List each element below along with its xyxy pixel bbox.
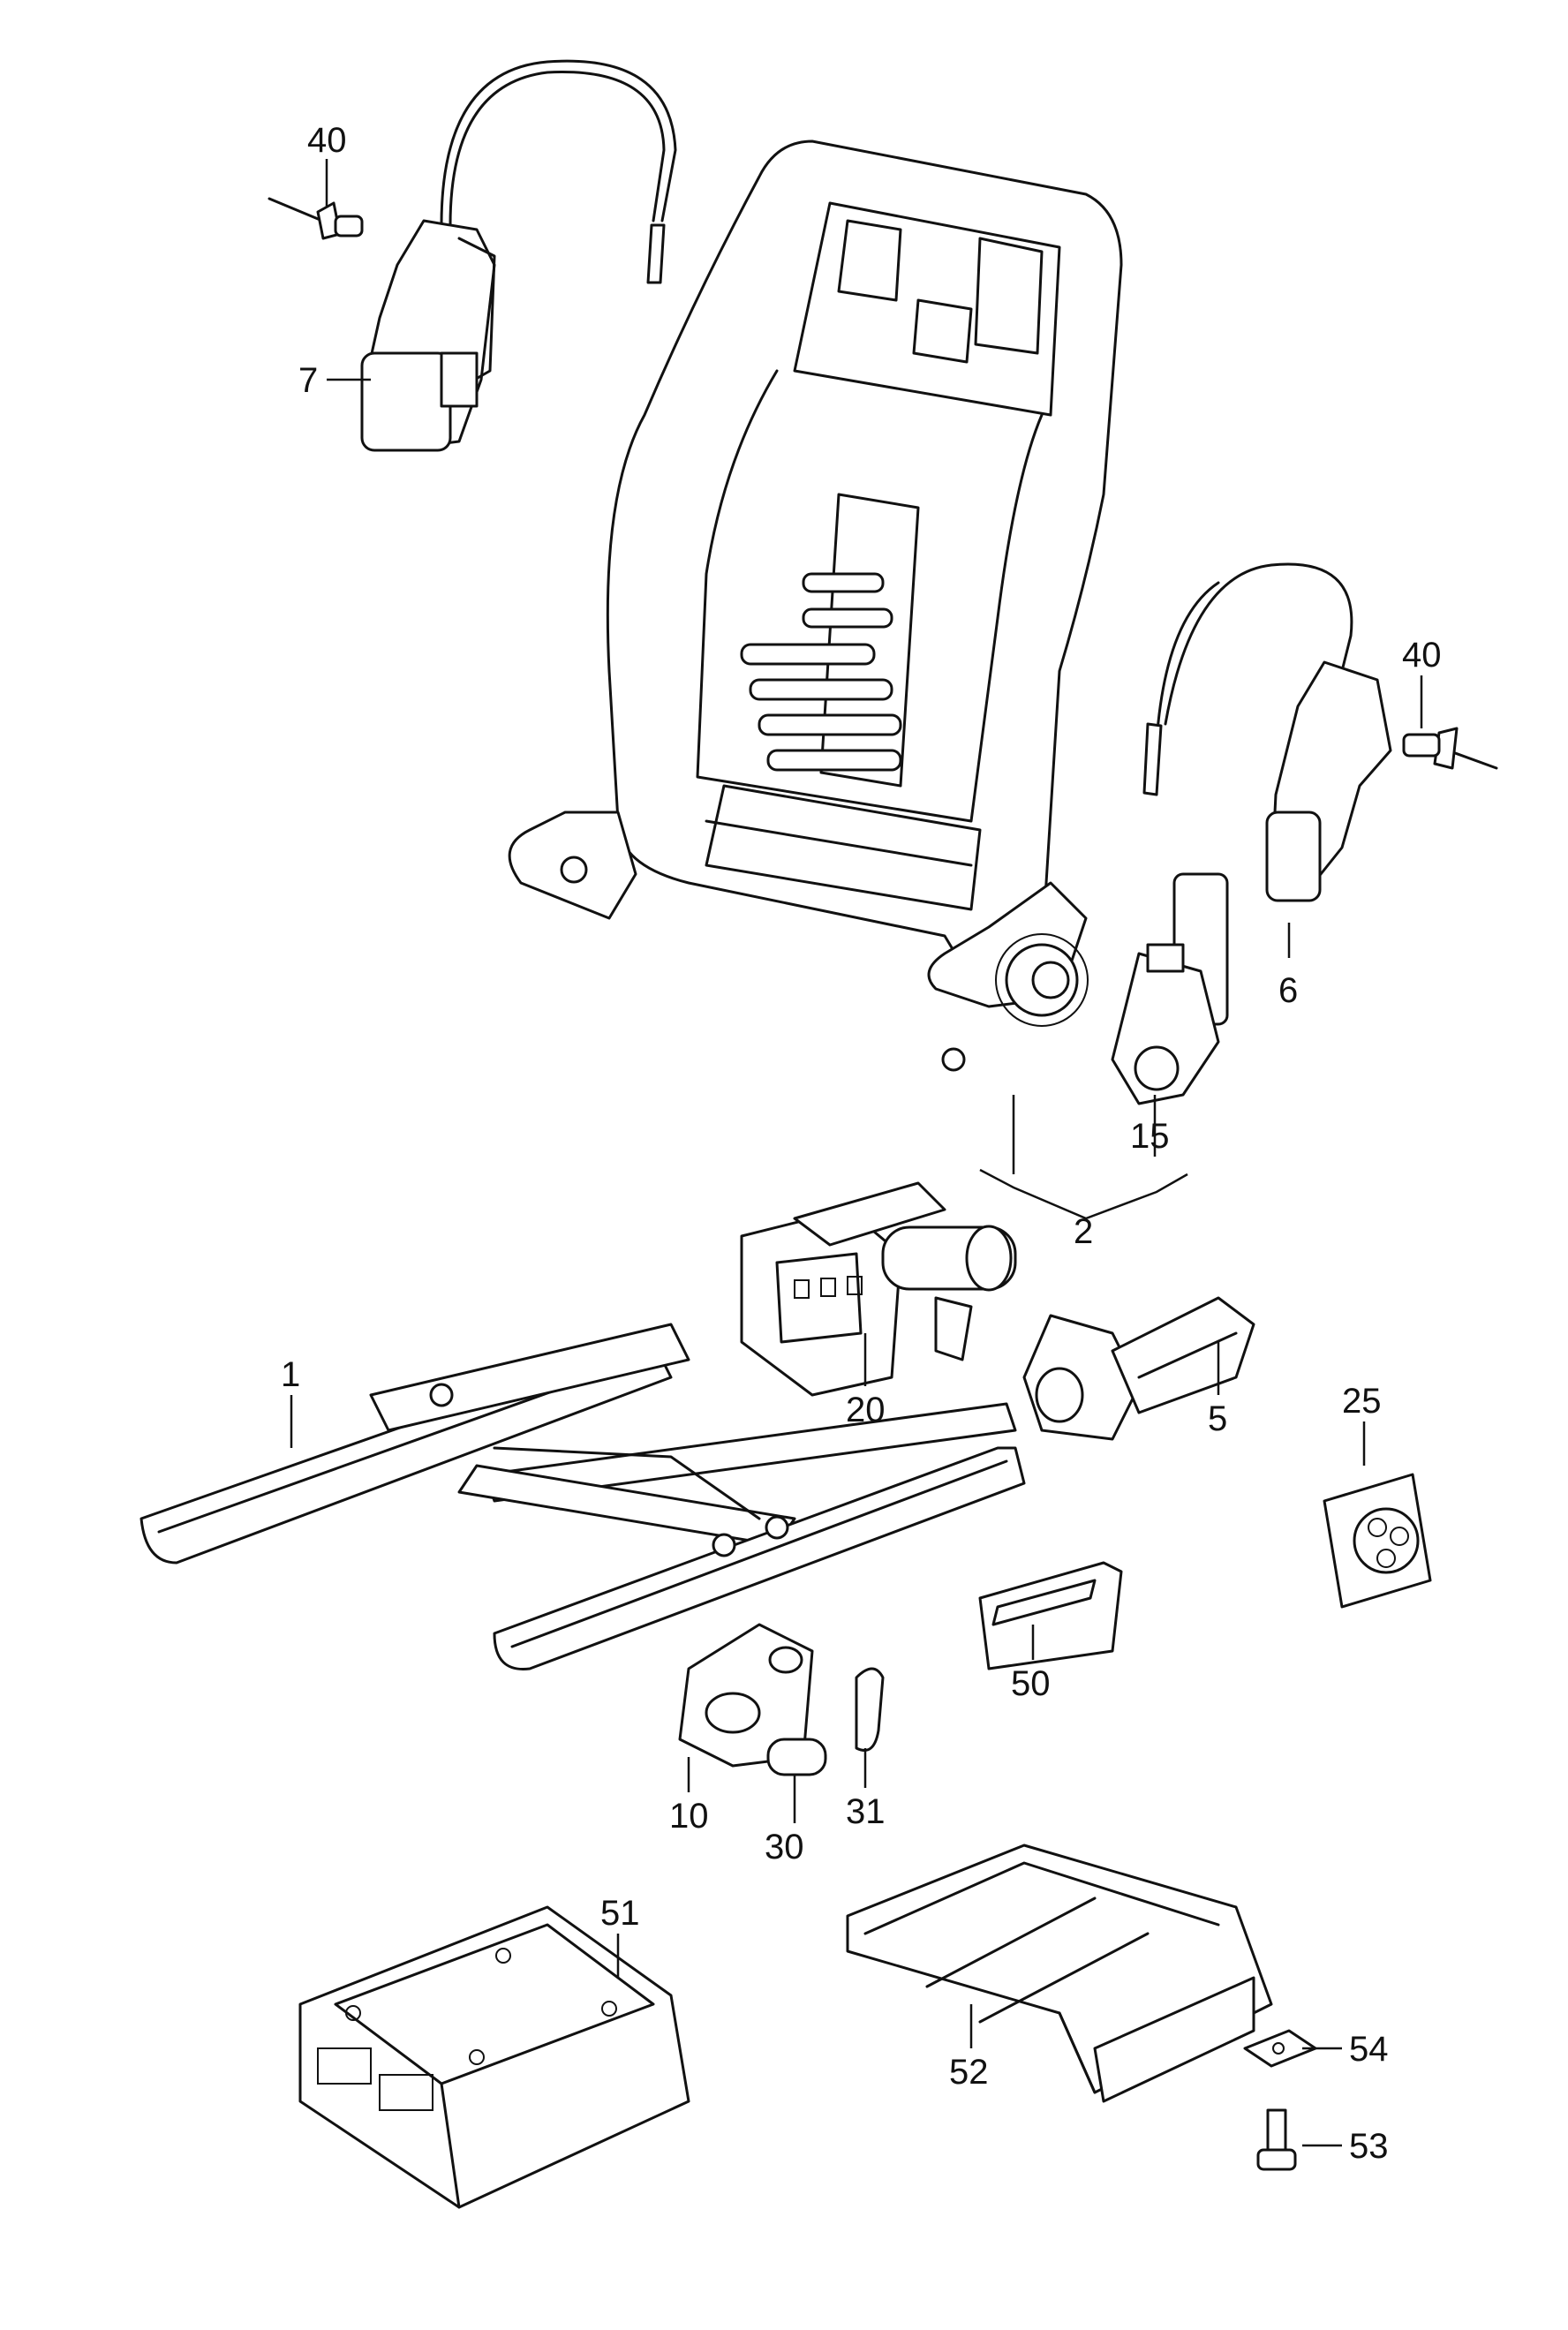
callout-5: 5 [1208, 1399, 1227, 1438]
seat-switch[interactable] [1323, 1473, 1432, 1609]
callout-7: 7 [298, 361, 318, 400]
knob-30[interactable] [766, 1738, 827, 1776]
switch-trim[interactable] [978, 1561, 1123, 1670]
callout-31: 31 [846, 1792, 886, 1831]
callout-2: 2 [1074, 1212, 1093, 1251]
seat-height-motor[interactable] [740, 1181, 1017, 1397]
bolt-53[interactable] [1256, 2108, 1297, 2171]
callout-52: 52 [949, 2053, 989, 2092]
callout-15: 15 [1130, 1117, 1170, 1156]
side-trim[interactable] [678, 1623, 814, 1768]
callout-53: 53 [1349, 2127, 1389, 2166]
callout-40-right: 40 [1402, 636, 1442, 675]
seat-tilt-motor[interactable] [1022, 1296, 1255, 1441]
lumbar-support [740, 572, 902, 772]
callout-10: 10 [669, 1797, 709, 1836]
leader-lines [290, 159, 1423, 2147]
seat-control-unit[interactable] [298, 1905, 690, 2209]
backrest-motor[interactable] [1111, 872, 1229, 1105]
rivet-top-left[interactable] [268, 197, 364, 240]
callout-50: 50 [1011, 1664, 1051, 1703]
callout-51: 51 [600, 1894, 640, 1933]
callout-6: 6 [1278, 971, 1298, 1010]
lumbar-adjuster-right[interactable] [1142, 562, 1392, 902]
callout-1: 1 [281, 1355, 300, 1394]
callout-labels: 40 7 40 6 15 2 20 5 1 25 50 10 31 30 51 … [281, 121, 1442, 2166]
seat-back-frame[interactable] [508, 139, 1123, 1072]
callout-40-top: 40 [307, 121, 347, 160]
seat-pan[interactable] [846, 1844, 1273, 2103]
knob-31[interactable] [855, 1667, 885, 1752]
callout-20: 20 [846, 1391, 886, 1429]
callout-54: 54 [1349, 2030, 1389, 2069]
rivet-right[interactable] [1402, 727, 1498, 770]
callout-25: 25 [1342, 1382, 1382, 1421]
lumbar-adjuster-left[interactable] [360, 59, 677, 452]
callout-30: 30 [765, 1828, 804, 1866]
seat-frame[interactable] [139, 1323, 1026, 1670]
